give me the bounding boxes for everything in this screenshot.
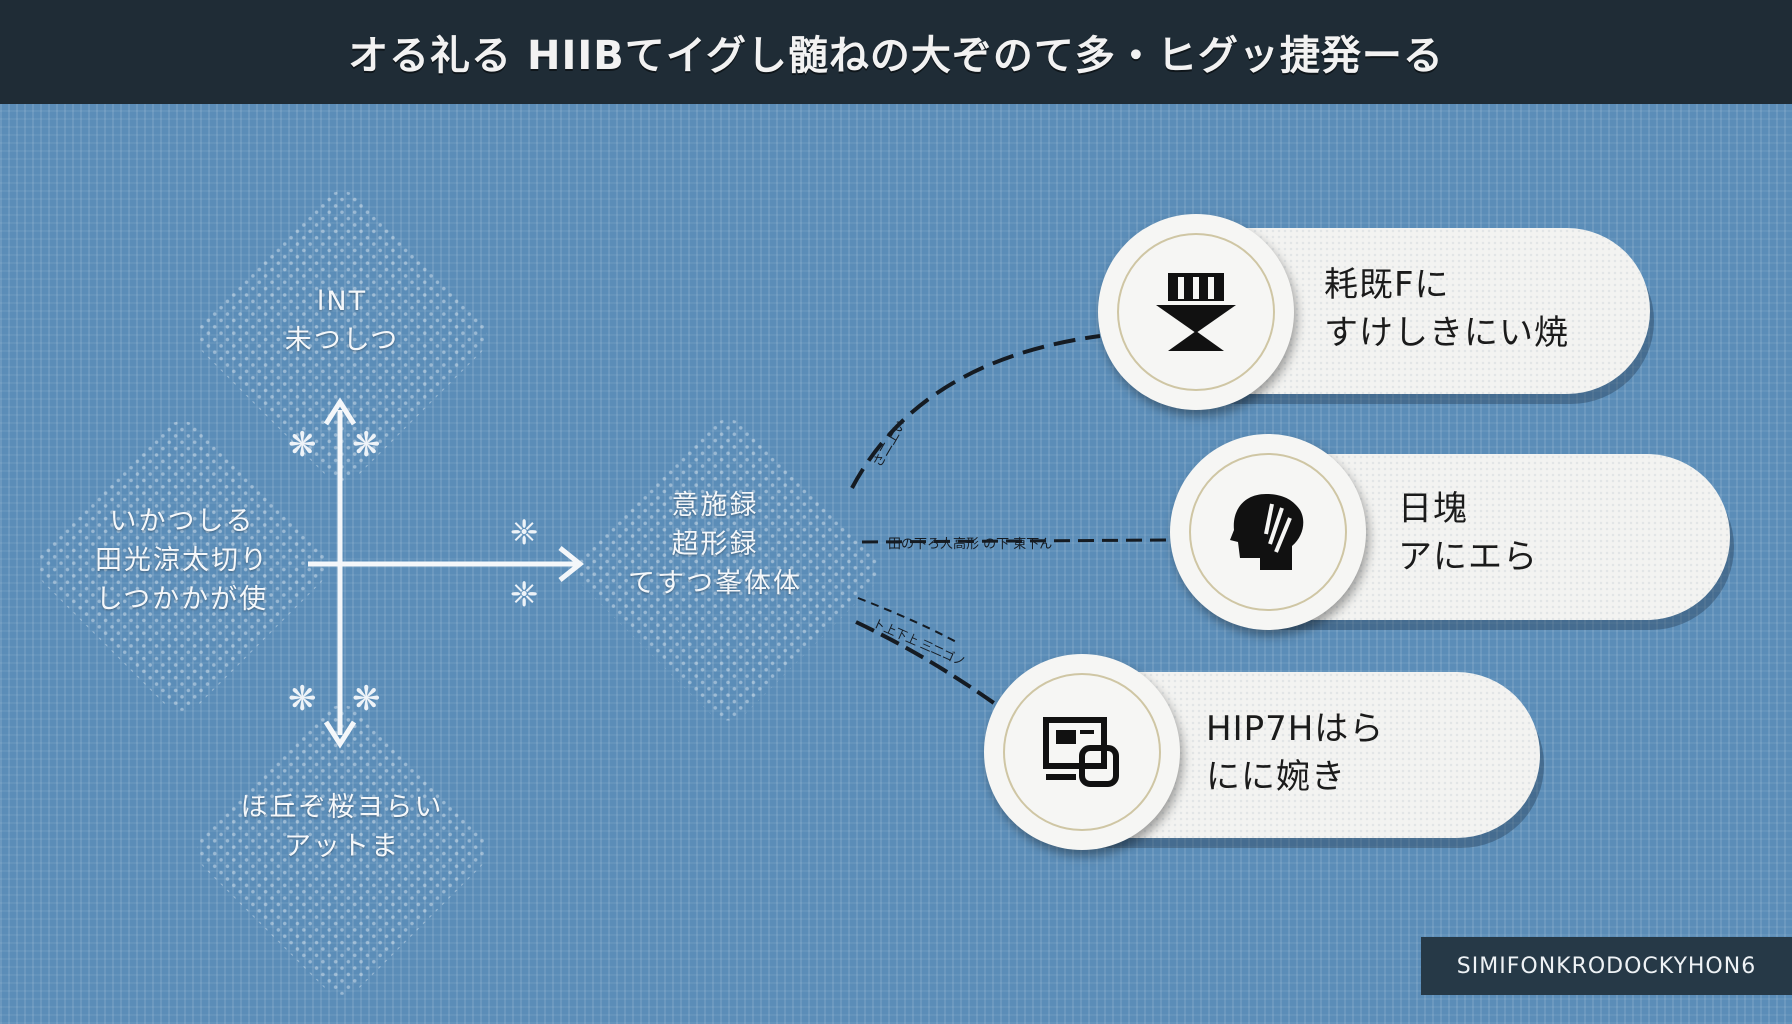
card-1-text: 耗既Fに すけしきにい焼 — [1324, 262, 1569, 357]
node-bottom-line: アットま — [284, 831, 400, 863]
corner-badge: SIMIFONKRODOCKYHON6 — [1421, 937, 1792, 995]
arrow-head-right — [558, 546, 585, 582]
flourish-icon: ❈ — [510, 513, 539, 553]
arrow-head-down — [323, 720, 357, 749]
connector-to-card-1 — [850, 334, 1101, 489]
page-title: オる礼る HIIBてイグし髄ねの大ぞのて多・ヒグッ捷発ーる — [348, 33, 1444, 79]
flourish-icon: ❋ — [352, 679, 381, 719]
card-2-line2: アにエら — [1398, 536, 1538, 577]
node-left-line: 田光涼太切り — [95, 545, 269, 577]
node-top-line: lNT — [316, 286, 368, 317]
title-bar: オる礼る HIIBてイグし髄ねの大ぞのて多・ヒグッ捷発ーる — [0, 0, 1792, 104]
card-2-line1: 日塊 — [1398, 489, 1468, 529]
card-1-icon-circle — [1098, 214, 1294, 410]
node-left-line: いかつしる — [109, 506, 255, 537]
connector-label-middle: 田の下ろ人高形 の下 東下ん — [888, 536, 1052, 552]
corner-badge-text: SIMIFONKRODOCKYHON6 — [1456, 953, 1757, 979]
node-top-line: 未つしつ — [284, 325, 400, 357]
node-center-line: 意施録 — [671, 490, 759, 521]
connector-to-card-2 — [861, 538, 1167, 544]
connector-label-bottom: ト上下上 三二ゴノ — [871, 615, 968, 669]
card-2-icon-circle — [1170, 434, 1366, 630]
monitor-document-icon — [1043, 717, 1119, 787]
profile-head-icon — [1230, 494, 1304, 570]
flourish-icon: ❈ — [510, 575, 539, 615]
node-bottom-line: ほ丘ぞ桜ヨらい — [240, 792, 444, 823]
node-center: 意施録 超形録 てすつ峯体体 — [612, 486, 818, 603]
arrow-head-up — [323, 397, 357, 426]
card-3-line1: HIP7Hはら — [1206, 709, 1385, 749]
connector-to-card-3b — [857, 597, 961, 645]
card-3-text: HIP7Hはら にに婉き — [1206, 706, 1384, 801]
connector-label-top: さ二上い — [870, 417, 909, 470]
flourish-icon: ❋ — [352, 425, 381, 465]
card-3-icon-circle — [984, 654, 1180, 850]
flourish-icon: ❋ — [288, 425, 317, 465]
node-left-line: しつかかが使 — [95, 584, 269, 616]
card-2-text: 日塊 アにエら — [1398, 486, 1538, 581]
card-1-line2: すけしきにい焼 — [1324, 312, 1569, 353]
flourish-icon: ❋ — [288, 679, 317, 719]
node-left: いかつしる 田光涼太切り しつかかが使 — [62, 502, 302, 619]
node-center-line: てすつ峯体体 — [628, 568, 802, 600]
card-1-line1: 耗既Fに — [1324, 265, 1450, 305]
card-3-line2: にに婉き — [1206, 756, 1346, 797]
node-top: lNT 未つしつ — [250, 282, 434, 360]
node-center-line: 超形録 — [671, 529, 759, 561]
node-bottom: ほ丘ぞ桜ヨらい アットま — [226, 788, 458, 866]
download-tray-icon — [1156, 273, 1236, 351]
